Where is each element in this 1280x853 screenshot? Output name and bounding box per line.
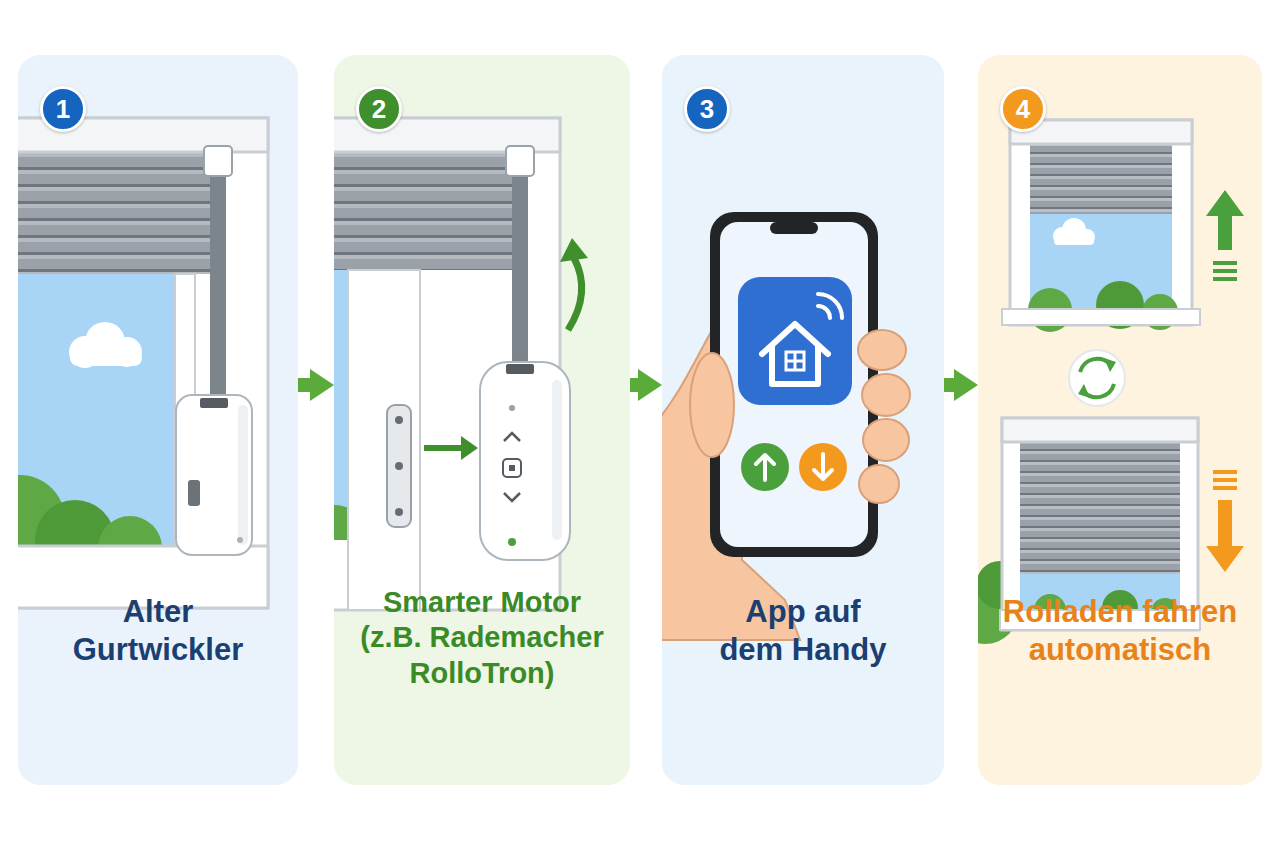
path-shape	[560, 238, 588, 262]
rect-shape	[512, 150, 528, 365]
circle-shape	[395, 508, 403, 516]
rect-shape	[1020, 442, 1180, 574]
path-shape	[504, 493, 520, 501]
rect-shape	[334, 270, 348, 540]
path-shape	[756, 455, 774, 480]
line-shape	[1213, 277, 1237, 281]
circle-shape	[741, 443, 789, 491]
phone-app-illustration	[662, 55, 944, 785]
rect-shape	[348, 270, 420, 610]
ellipse-shape	[690, 353, 734, 457]
line-shape	[1213, 470, 1237, 474]
callout-number: 2	[372, 96, 386, 122]
rect-shape	[1002, 418, 1198, 442]
caption-wrap: Alter Gurtwickler	[38, 593, 278, 669]
rect-shape	[176, 395, 252, 555]
path-shape	[814, 454, 832, 479]
rect-shape	[770, 222, 818, 234]
flow-arrow	[298, 378, 314, 392]
rect-shape	[334, 152, 522, 270]
rect-shape	[738, 277, 852, 405]
step-panel: App auf dem Handy 3	[662, 55, 944, 785]
step-caption: Alter Gurtwickler	[38, 593, 278, 669]
rect-shape	[503, 459, 521, 477]
rect-shape	[210, 150, 226, 410]
belt-winder-illustration	[18, 55, 298, 785]
callout-number: 1	[56, 96, 70, 122]
rect-shape	[509, 465, 515, 471]
rect-shape	[552, 380, 562, 540]
callout-number: 4	[1016, 96, 1030, 122]
rect-shape	[387, 405, 411, 527]
step-panel: Rolladen fahren automatisch 4	[978, 55, 1262, 785]
caption-wrap: Smarter Motor (z.B. Rademacher RolloTron…	[354, 585, 610, 691]
step-number-badge: 1	[40, 86, 86, 132]
caption-wrap: App auf dem Handy	[714, 593, 892, 669]
rect-shape	[1002, 309, 1200, 325]
line-shape	[424, 445, 463, 451]
circle-shape	[509, 405, 515, 411]
flow-arrow	[630, 378, 642, 392]
ellipse-shape	[863, 419, 909, 461]
line-shape	[1213, 269, 1237, 273]
circle-shape	[237, 537, 243, 543]
path-shape	[818, 294, 842, 318]
rect-shape	[1054, 236, 1094, 245]
rect-shape	[18, 152, 212, 274]
step-number-badge: 4	[1000, 86, 1046, 132]
circle-shape	[799, 443, 847, 491]
circle-shape	[395, 416, 403, 424]
rect-shape	[480, 362, 570, 560]
ellipse-shape	[862, 374, 910, 416]
path-shape	[461, 436, 478, 460]
step-panel: Smarter Motor (z.B. Rademacher RolloTron…	[334, 55, 630, 785]
step-number-badge: 3	[684, 86, 730, 132]
circle-shape	[1069, 350, 1125, 406]
rect-shape	[506, 146, 534, 176]
line-shape	[1213, 261, 1237, 265]
callout-number: 3	[700, 96, 714, 122]
rect-shape	[70, 350, 142, 366]
circle-shape	[395, 462, 403, 470]
rect-shape	[1030, 144, 1172, 214]
rect-shape	[506, 364, 534, 374]
path-shape	[504, 433, 520, 441]
rect-shape	[786, 352, 804, 370]
shutter-motion-illustration	[978, 55, 1262, 785]
circle-shape	[508, 538, 516, 546]
g-shape	[334, 505, 348, 540]
step-number-badge: 2	[356, 86, 402, 132]
path-shape	[1078, 384, 1090, 398]
path-shape	[1206, 190, 1244, 250]
circle-shape	[98, 516, 162, 546]
line-shape	[1213, 478, 1237, 482]
path-shape	[772, 346, 818, 384]
ellipse-shape	[858, 330, 906, 370]
rect-shape	[710, 212, 878, 557]
step-caption: Smarter Motor (z.B. Rademacher RolloTron…	[354, 585, 610, 691]
circle-shape	[334, 505, 348, 540]
rect-shape	[204, 146, 232, 176]
ellipse-shape	[859, 465, 899, 503]
path-shape	[1104, 358, 1116, 372]
line-shape	[1213, 486, 1237, 490]
rect-shape	[18, 118, 268, 608]
step-panel: Alter Gurtwickler 1	[18, 55, 298, 785]
rect-shape	[238, 405, 248, 545]
flow-arrow	[944, 378, 958, 392]
caption-wrap: Rolladen fahren automatisch	[989, 593, 1251, 669]
step-caption: App auf dem Handy	[714, 593, 892, 669]
step-caption: Rolladen fahren automatisch	[989, 593, 1251, 669]
line-shape	[786, 360, 804, 363]
rect-shape	[200, 398, 228, 408]
rect-shape	[188, 480, 200, 506]
g-shape	[18, 322, 162, 546]
rect-shape	[720, 222, 868, 547]
path-shape	[568, 258, 582, 330]
path-shape	[818, 306, 830, 318]
path-shape	[1206, 500, 1244, 572]
